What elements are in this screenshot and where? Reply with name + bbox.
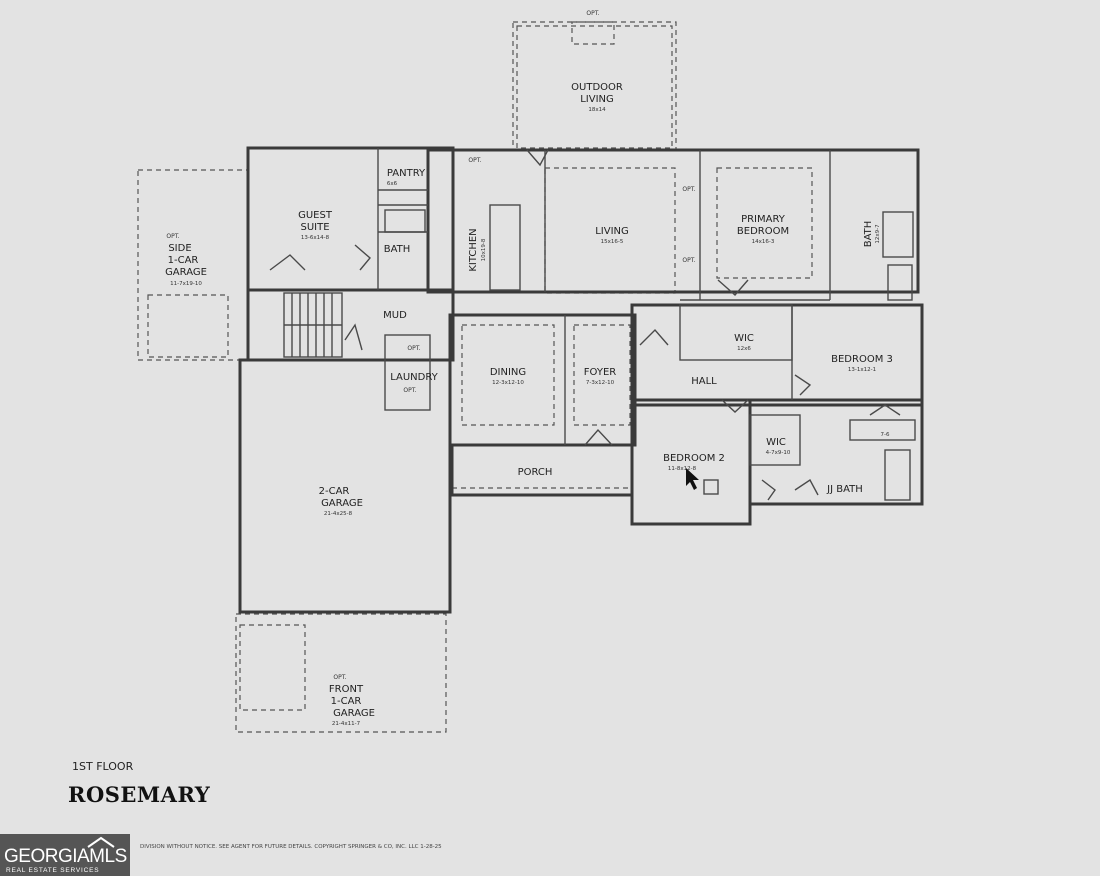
jj-bath-label: JJ BATH — [826, 484, 863, 495]
side-garage-opt: OPT. — [166, 233, 179, 240]
roof-icon — [87, 836, 115, 848]
mud-label: MUD — [383, 310, 407, 321]
kitchen-label: KITCHEN — [468, 228, 479, 271]
porch-walls — [450, 443, 634, 497]
garage2-label-2: GARAGE — [321, 498, 363, 509]
plan-name: ROSEMARY — [68, 782, 211, 807]
closet-walls — [849, 419, 916, 441]
living-dims: 15x16-5 — [601, 239, 624, 245]
living-label: LIVING — [595, 226, 629, 237]
front-garage-door — [239, 624, 306, 711]
logo-main-text: GEORGIAMLS — [4, 846, 127, 867]
wic2-dims: 4-7x9-10 — [766, 450, 791, 456]
garage2-label-1: 2-CAR — [319, 486, 350, 497]
mud-stair-walls — [246, 288, 455, 362]
bedroom3-label: BEDROOM 3 — [831, 354, 893, 365]
primary-shower — [887, 264, 913, 301]
kitchen-dims: 10x19-8 — [481, 238, 487, 261]
laundry-opt-2: OPT. — [403, 387, 416, 394]
interior-walls — [377, 148, 916, 501]
dining-ceiling-outline — [461, 324, 555, 426]
primary-bath-label: BATH — [863, 221, 874, 248]
wic-primary-label: WIC — [734, 333, 754, 344]
pantry-label: PANTRY — [387, 168, 426, 179]
bedroom2-label: BEDROOM 2 — [663, 453, 725, 464]
primary-bath-dims: 12x9-7 — [875, 224, 881, 244]
side-garage-label-2: 1-CAR — [168, 255, 199, 266]
side-garage-dims: 11-7x19-10 — [170, 281, 202, 287]
front-garage-label-2: 1-CAR — [331, 696, 362, 707]
opt-tag-kitchen: OPT. — [468, 157, 481, 164]
jj-tub — [884, 449, 911, 501]
guest-suite-label-2: SUITE — [300, 222, 329, 233]
primary-bedroom-dims: 14x16-3 — [752, 239, 775, 245]
copyright-note: DIVISION WITHOUT NOTICE. SEE AGENT FOR F… — [140, 844, 442, 850]
side-garage-outline — [137, 169, 249, 361]
kitchen-island — [489, 204, 521, 291]
logo-sub-text: REAL ESTATE SERVICES — [6, 867, 100, 874]
primary-tub — [882, 211, 914, 258]
fireplace-outline — [571, 21, 615, 45]
front-garage-label-1: FRONT — [329, 684, 364, 695]
front-garage-dims: 21-4x11-7 — [332, 721, 361, 727]
dining-dims: 12-3x12-10 — [492, 380, 524, 386]
foyer-label: FOYER — [584, 367, 617, 378]
floor-label: 1ST FLOOR — [72, 760, 134, 773]
outdoor-living-label-2: LIVING — [580, 94, 614, 105]
front-garage-label-3: GARAGE — [333, 708, 375, 719]
bedroom2-feature — [703, 479, 719, 495]
door-swings — [269, 149, 901, 501]
bedroom3-dims: 13-1x12-1 — [848, 367, 876, 373]
georgia-mls-logo: GEORGIAMLS REAL ESTATE SERVICES — [0, 834, 130, 876]
dining-label: DINING — [490, 367, 526, 378]
fireplace-opt-tag: OPT. — [586, 10, 599, 17]
hall-label: HALL — [691, 376, 717, 387]
wic2-label: WIC — [766, 437, 786, 448]
pantry-dims: 6x6 — [387, 181, 398, 187]
front-garage-opt: OPT. — [333, 674, 346, 681]
opt-tag-living-2: OPT. — [682, 257, 695, 264]
cursor-arrow-icon — [686, 468, 699, 490]
room-labels: OPT. OUTDOOR LIVING 18x14 OPT. OPT. OPT.… — [165, 10, 893, 727]
porch-label: PORCH — [518, 467, 553, 478]
primary-bedroom-label-1: PRIMARY — [741, 214, 786, 225]
side-garage-label-3: GARAGE — [165, 267, 207, 278]
side-garage-label-1: SIDE — [168, 243, 191, 254]
laundry-opt-1: OPT. — [407, 345, 420, 352]
outdoor-living-dims: 18x14 — [588, 107, 606, 113]
side-garage-door — [147, 294, 229, 358]
foyer-ceiling-outline — [573, 324, 631, 426]
front-garage-outline — [235, 613, 447, 733]
foyer-dims: 7-3x12-10 — [586, 380, 615, 386]
guest-suite-dims: 13-6x14-8 — [301, 235, 330, 241]
outdoor-living-label-1: OUTDOOR — [571, 82, 623, 93]
primary-bedroom-label-2: BEDROOM — [737, 226, 789, 237]
primary-ceiling-outline — [716, 167, 813, 279]
closet-dims: 7-6 — [881, 432, 890, 438]
outdoor-living-inner — [516, 25, 673, 149]
bath-shower — [384, 209, 426, 233]
bedroom2-dims: 11-8x12-8 — [668, 466, 697, 472]
opt-tag-living-1: OPT. — [682, 186, 695, 193]
exterior-walls — [238, 146, 924, 614]
guest-suite-label-1: GUEST — [298, 210, 333, 221]
rear-core-walls — [426, 148, 920, 294]
wic-primary-dims: 12x6 — [737, 346, 751, 352]
wic2-walls — [749, 414, 801, 466]
two-car-garage-walls — [238, 358, 452, 614]
bath-label: BATH — [384, 244, 411, 255]
laundry-walls — [384, 334, 431, 411]
laundry-label: LAUNDRY — [390, 372, 438, 383]
garage2-dims: 21-4x25-8 — [324, 511, 353, 517]
stairs — [283, 292, 343, 358]
